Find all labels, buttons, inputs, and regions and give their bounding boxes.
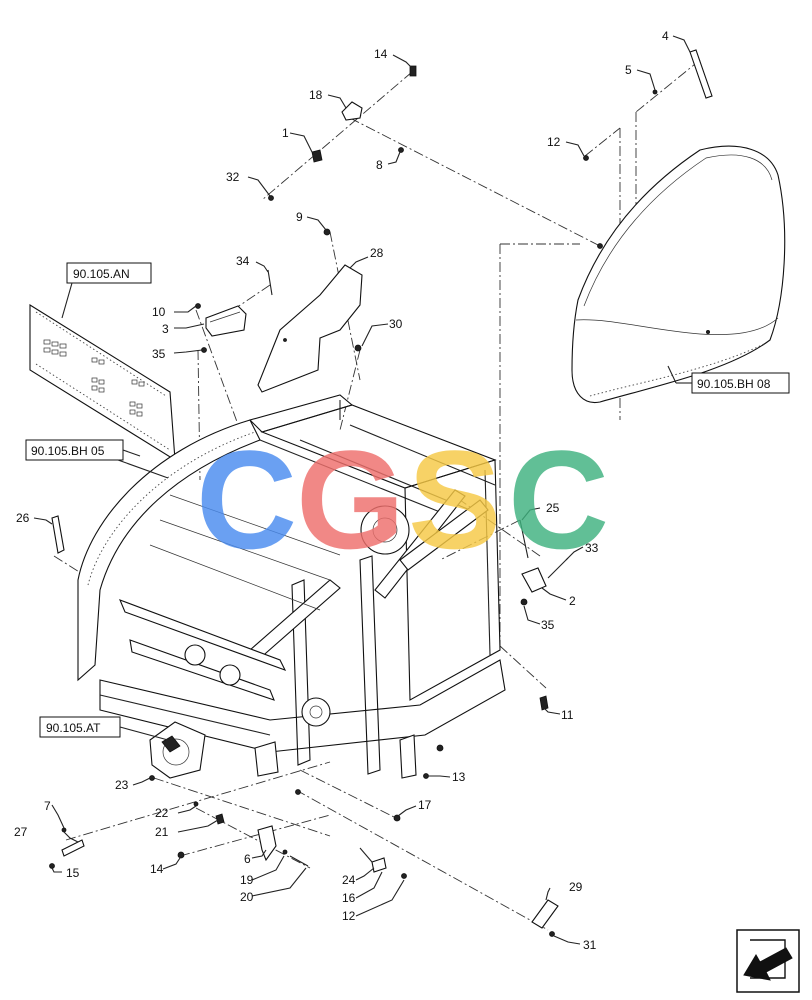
callout-19: 19 — [240, 873, 254, 887]
callout-11: 11 — [561, 708, 574, 722]
callout-24: 24 — [342, 873, 356, 887]
callout-18: 18 — [309, 88, 323, 102]
callout-12-bottom: 12 — [342, 909, 356, 923]
callout-20: 20 — [240, 890, 254, 904]
ref-box-at-label: 90.105.AT — [46, 721, 101, 735]
callout-9: 9 — [296, 210, 303, 224]
callout-2: 2 — [569, 594, 576, 608]
callout-13: 13 — [452, 770, 466, 784]
callout-10: 10 — [152, 305, 166, 319]
watermark-letter-2: G — [296, 421, 405, 578]
callout-22: 22 — [155, 806, 169, 820]
callout-33: 33 — [585, 541, 599, 555]
callout-7: 7 — [44, 799, 51, 813]
rear-panel — [29, 304, 176, 462]
callout-35-right: 35 — [541, 618, 555, 632]
callout-26: 26 — [16, 511, 30, 525]
ref-box-bh08-label: 90.105.BH 08 — [697, 377, 771, 391]
callout-12-top: 12 — [547, 135, 561, 149]
callout-17: 17 — [418, 798, 432, 812]
ref-box-at[interactable]: 90.105.AT — [39, 716, 169, 741]
callout-14-top: 14 — [374, 47, 388, 61]
leader-lines — [33, 35, 691, 945]
watermark-letter-1: C — [196, 421, 297, 578]
callout-4: 4 — [662, 29, 669, 43]
callout-25: 25 — [546, 501, 560, 515]
callout-21: 21 — [155, 825, 169, 839]
callout-5: 5 — [625, 63, 632, 77]
upper-shield-panel — [571, 145, 786, 404]
ref-box-an[interactable]: 90.105.AN — [61, 262, 152, 319]
callout-28: 28 — [370, 246, 384, 260]
callout-32: 32 — [226, 170, 240, 184]
callout-14-bottom: 14 — [150, 862, 164, 876]
callout-numbers: 14 18 1 8 32 9 4 5 12 28 34 10 3 35 30 2… — [14, 29, 669, 952]
callout-27: 27 — [14, 825, 28, 839]
watermark: C G S C — [196, 421, 609, 578]
callout-16: 16 — [342, 891, 356, 905]
callout-31: 31 — [583, 938, 597, 952]
callout-34: 34 — [236, 254, 250, 268]
callout-29: 29 — [569, 880, 583, 894]
baler-frame — [77, 394, 506, 795]
small-parts — [49, 49, 713, 937]
callout-6: 6 — [244, 852, 251, 866]
watermark-letter-3: S — [408, 421, 501, 578]
ref-box-bh05[interactable]: 90.105.BH 05 — [25, 439, 169, 479]
callout-3: 3 — [162, 322, 169, 336]
watermark-letter-4: C — [508, 421, 609, 578]
ref-box-bh05-label: 90.105.BH 05 — [31, 444, 105, 458]
back-arrow-icon[interactable] — [736, 929, 800, 993]
callout-30: 30 — [389, 317, 403, 331]
bracket-3 — [195, 303, 247, 353]
callout-1: 1 — [282, 126, 289, 140]
callout-8: 8 — [376, 158, 383, 172]
shield-28 — [257, 264, 363, 393]
callout-35-left: 35 — [152, 347, 166, 361]
callout-23: 23 — [115, 778, 129, 792]
ref-box-an-label: 90.105.AN — [73, 267, 130, 281]
callout-15: 15 — [66, 866, 80, 880]
ref-box-bh08[interactable]: 90.105.BH 08 — [667, 365, 790, 394]
